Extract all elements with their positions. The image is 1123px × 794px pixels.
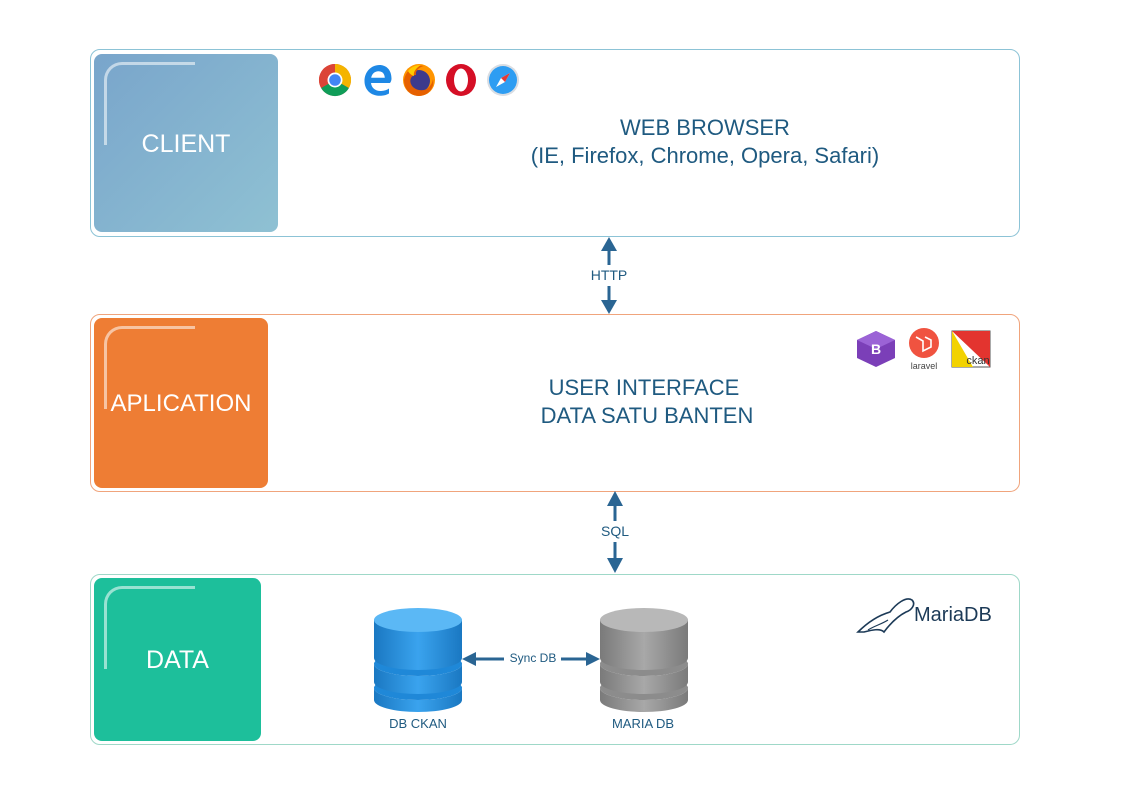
application-tile: APLICATION bbox=[94, 318, 268, 488]
tile-gloss bbox=[104, 586, 195, 669]
bootstrap-icon: B bbox=[857, 331, 895, 367]
data-tile: DATA bbox=[94, 578, 261, 741]
data-tile-label: DATA bbox=[146, 646, 209, 674]
maria-db-label: MARIA DB bbox=[611, 716, 675, 731]
client-tile-label: CLIENT bbox=[141, 130, 231, 158]
mariadb-logo-text: MariaDB bbox=[914, 604, 992, 626]
ckan-icon: ckan bbox=[951, 330, 991, 368]
svg-text:laravel: laravel bbox=[911, 361, 938, 371]
opera-icon bbox=[446, 64, 476, 96]
client-tile: CLIENT bbox=[94, 54, 278, 232]
firefox-icon bbox=[403, 64, 435, 96]
edge-icon bbox=[364, 65, 392, 96]
sync-db-label: Sync DB bbox=[509, 651, 557, 665]
tile-gloss bbox=[104, 326, 195, 409]
application-tile-label: APLICATION bbox=[110, 390, 252, 417]
db-ckan-label: DB CKAN bbox=[389, 716, 447, 731]
application-subtitle: DATA SATU BANTEN bbox=[540, 403, 754, 428]
laravel-icon: laravel bbox=[909, 328, 939, 371]
browser-icons bbox=[318, 63, 520, 97]
svg-text:B: B bbox=[871, 341, 881, 357]
http-label: HTTP bbox=[590, 267, 628, 283]
svg-text:ckan: ckan bbox=[966, 355, 989, 367]
chrome-icon bbox=[318, 63, 352, 97]
safari-icon bbox=[487, 64, 519, 96]
sql-label: SQL bbox=[600, 523, 629, 539]
client-title: WEB BROWSER bbox=[620, 115, 790, 140]
application-title: USER INTERFACE bbox=[548, 375, 740, 400]
tile-gloss bbox=[104, 62, 195, 145]
client-subtitle: (IE, Firefox, Chrome, Opera, Safari) bbox=[530, 143, 880, 168]
framework-icons: B laravel ckan bbox=[855, 327, 991, 371]
